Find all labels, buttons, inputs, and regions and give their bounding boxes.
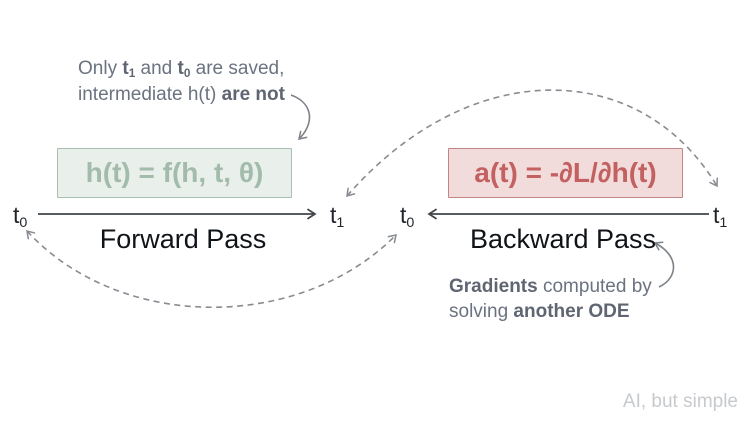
backward-ode-formula: a(t) = -∂L/∂h(t) bbox=[474, 157, 657, 188]
note-saved-line2-bold: are not bbox=[221, 84, 285, 105]
note-gradients-line1: Gradients computed by bbox=[449, 274, 652, 299]
forward-t0-label: t0 bbox=[13, 202, 28, 231]
backward-t1-label: t1 bbox=[713, 202, 728, 231]
state-transfer-arc-bottom bbox=[26, 229, 397, 309]
note-saved-t1: t1 bbox=[122, 58, 136, 80]
state-transfer-arc-top bbox=[346, 89, 718, 198]
note-gradients-bold2: another ODE bbox=[513, 301, 630, 322]
note-saved-prefix: Only bbox=[78, 58, 123, 79]
backward-pass-label: Backward Pass bbox=[469, 224, 657, 254]
forward-ode-formula: h(t) = f(h, t, θ) bbox=[85, 157, 264, 188]
note-gradients-line2: solving another ODE bbox=[449, 299, 652, 324]
backward-ode-box: a(t) = -∂L/∂h(t) bbox=[448, 148, 683, 198]
note-saved-t0: t0 bbox=[177, 58, 191, 80]
note-saved-suffix: are saved, bbox=[190, 58, 285, 79]
forward-ode-box: h(t) = f(h, t, θ) bbox=[57, 148, 292, 198]
note-saved-states: Only t1 and t0 are saved, intermediate h… bbox=[78, 56, 285, 108]
note-saved-arrow bbox=[290, 94, 311, 140]
note-saved-line1: Only t1 and t0 are saved, bbox=[78, 56, 285, 82]
forward-pass-label: Forward Pass bbox=[99, 224, 267, 254]
forward-t1-label: t1 bbox=[330, 202, 345, 231]
note-gradients-bold1: Gradients bbox=[449, 276, 538, 297]
note-gradients-prefix2: solving bbox=[449, 301, 514, 322]
note-saved-line2: intermediate h(t) are not bbox=[78, 82, 285, 108]
note-gradients-rest1: computed by bbox=[537, 276, 652, 297]
note-saved-line2-prefix: intermediate h(t) bbox=[78, 84, 222, 105]
note-saved-mid: and bbox=[135, 58, 178, 79]
note-gradients-arrow bbox=[653, 241, 675, 288]
watermark-text: AI, but simple bbox=[622, 391, 738, 412]
note-gradients: Gradients computed by solving another OD… bbox=[449, 274, 652, 324]
backward-t0-label: t0 bbox=[400, 202, 415, 231]
